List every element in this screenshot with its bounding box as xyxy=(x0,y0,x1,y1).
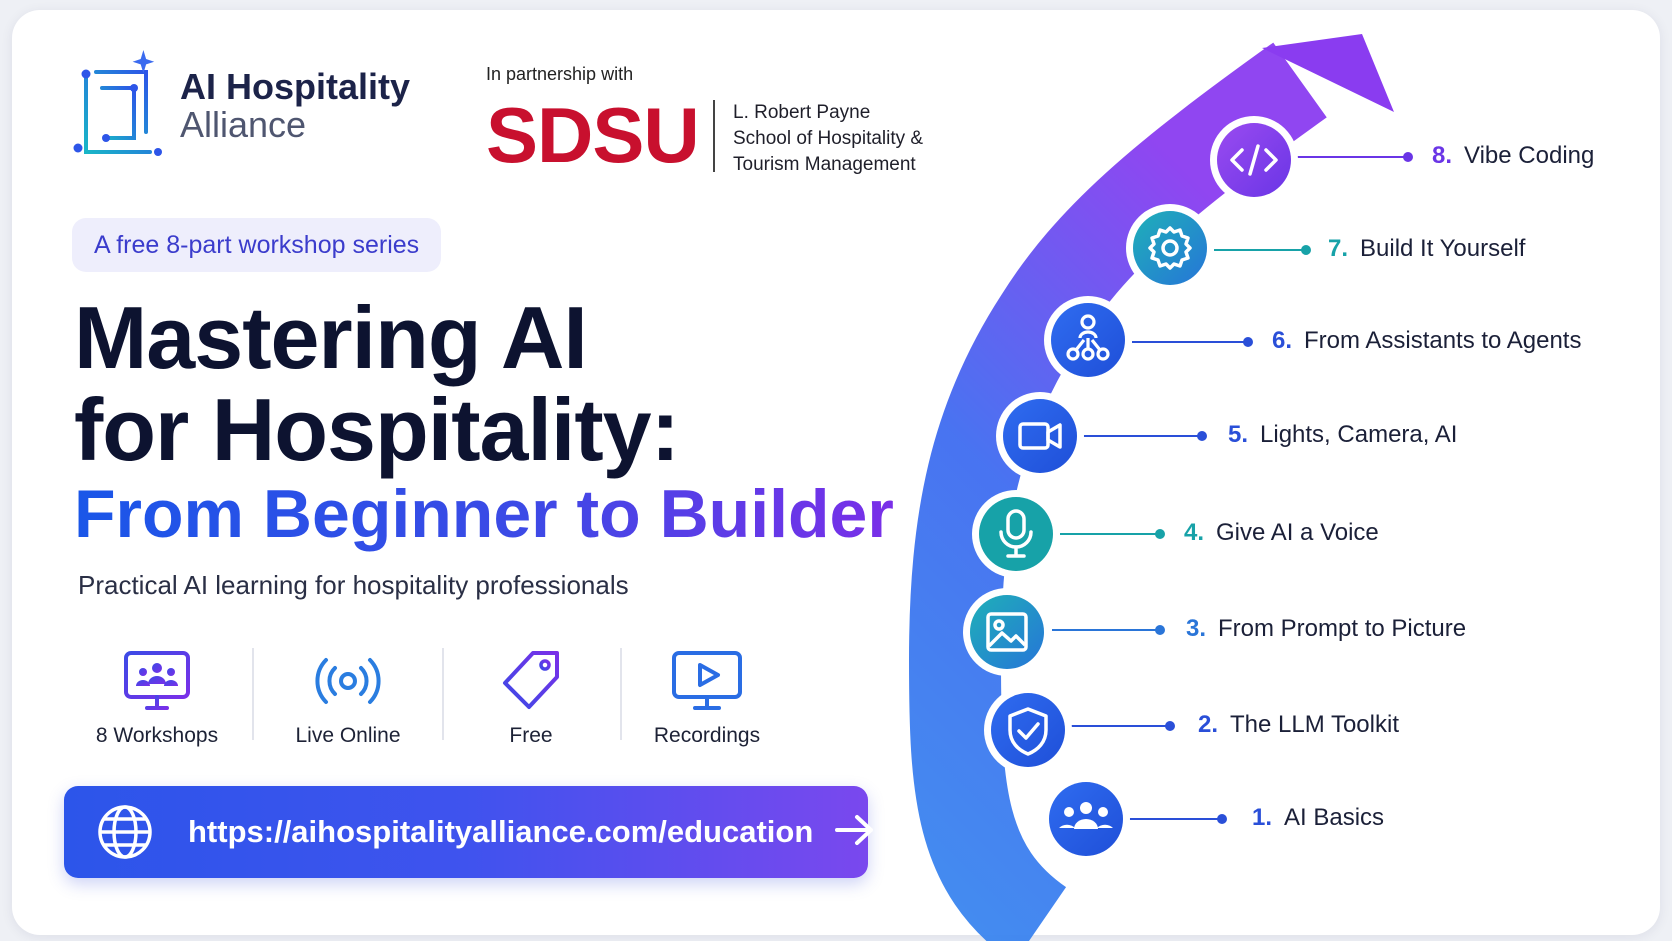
feature-divider xyxy=(252,648,254,740)
step-dot xyxy=(1403,152,1413,162)
feature-live-online: Live Online xyxy=(263,644,433,748)
step-number: 4. xyxy=(1184,519,1205,546)
step-2-node[interactable] xyxy=(984,686,1072,774)
people-group-icon xyxy=(1059,802,1113,829)
agent-network-icon xyxy=(1066,314,1110,361)
sdsu-logo: SDSU xyxy=(486,91,700,179)
path-arc xyxy=(908,42,1327,941)
code-brackets-icon xyxy=(1230,144,1278,176)
feature-label: 8 Workshops xyxy=(95,724,219,747)
step-number: 8. xyxy=(1432,142,1453,169)
broadcast-icon xyxy=(263,644,433,718)
step-8-label[interactable]: 8. Vibe Coding xyxy=(1432,142,1594,170)
step-dot xyxy=(1217,814,1227,824)
step-title: Build It Yourself xyxy=(1360,235,1526,262)
step-number: 3. xyxy=(1186,615,1207,642)
brand-name: AI Hospitality xyxy=(180,66,411,108)
title-line-2: for Hospitality: xyxy=(74,380,680,479)
step-7-node[interactable] xyxy=(1126,204,1214,292)
step-title: The LLM Toolkit xyxy=(1230,711,1399,738)
step-number: 7. xyxy=(1328,235,1349,262)
step-number: 1. xyxy=(1252,804,1273,831)
brand-name-sub: Alliance xyxy=(180,104,307,145)
step-4-node[interactable] xyxy=(972,490,1060,578)
arrow-right-icon xyxy=(833,813,877,852)
path-arrowhead xyxy=(1262,34,1394,112)
step-title: Lights, Camera, AI xyxy=(1260,421,1458,448)
image-icon xyxy=(986,612,1028,652)
step-dot xyxy=(1197,431,1207,441)
brand-logo: AI Hospitality Alliance xyxy=(72,48,410,164)
step-5-node[interactable] xyxy=(996,392,1084,480)
tagline: Practical AI learning for hospitality pr… xyxy=(78,570,629,600)
feature-free: Free xyxy=(446,644,616,748)
group-presentation-icon xyxy=(72,644,242,718)
step-dot xyxy=(1165,721,1175,731)
step-3-node[interactable] xyxy=(963,588,1051,676)
step-1-node[interactable] xyxy=(1042,775,1130,863)
step-number: 6. xyxy=(1272,327,1293,354)
feature-label: Live Online xyxy=(295,724,401,747)
step-title: AI Basics xyxy=(1284,804,1385,831)
title-line-1: Mastering AI xyxy=(74,288,588,387)
school-line-3: Tourism Management xyxy=(733,154,916,175)
video-camera-icon xyxy=(1018,422,1062,450)
step-2-label[interactable]: 2. The LLM Toolkit xyxy=(1198,711,1399,739)
step-dot xyxy=(1243,337,1253,347)
step-number: 5. xyxy=(1228,421,1249,448)
step-8-node[interactable] xyxy=(1210,116,1298,204)
step-dot xyxy=(1155,529,1165,539)
feature-label: Free xyxy=(509,724,553,747)
step-title: From Assistants to Agents xyxy=(1304,327,1582,354)
step-dot xyxy=(1301,245,1311,255)
school-line-1: L. Robert Payne xyxy=(733,102,871,123)
step-1-label[interactable]: 1. AI Basics xyxy=(1252,804,1384,832)
step-dot xyxy=(1155,625,1165,635)
step-title: Vibe Coding xyxy=(1464,142,1595,169)
education-link-button[interactable]: https://aihospitalityalliance.com/educat… xyxy=(64,786,874,878)
title-subtitle: From Beginner to Builder xyxy=(74,476,894,552)
poster-card xyxy=(12,10,1660,935)
microphone-icon xyxy=(999,509,1033,558)
series-badge: A free 8-part workshop series xyxy=(72,218,442,272)
step-6-label[interactable]: 6. From Assistants to Agents xyxy=(1272,327,1581,355)
step-title: From Prompt to Picture xyxy=(1218,615,1467,642)
step-6-node[interactable] xyxy=(1044,296,1132,384)
education-url[interactable]: https://aihospitalityalliance.com/educat… xyxy=(188,814,814,849)
feature-label: Recordings xyxy=(653,724,761,747)
feature-divider xyxy=(620,648,622,740)
step-number: 2. xyxy=(1198,711,1219,738)
partner-school: L. Robert Payne School of Hospitality & … xyxy=(733,100,923,178)
feature-recordings: Recordings xyxy=(622,644,792,748)
step-3-label[interactable]: 3. From Prompt to Picture xyxy=(1186,615,1466,643)
school-line-2: School of Hospitality & xyxy=(733,128,924,149)
step-title: Give AI a Voice xyxy=(1216,519,1379,546)
shield-check-icon xyxy=(1008,707,1048,756)
page-title: Mastering AI for Hospitality: xyxy=(74,288,680,479)
feature-divider xyxy=(442,648,444,740)
partner-divider xyxy=(713,100,715,172)
step-5-label[interactable]: 5. Lights, Camera, AI xyxy=(1228,421,1457,449)
feature-row: 8 Workshops Live Online Free xyxy=(72,644,832,747)
step-4-label[interactable]: 4. Give AI a Voice xyxy=(1184,519,1379,547)
price-tag-icon xyxy=(446,644,616,718)
circuit-frame-sparkle-icon xyxy=(72,48,168,164)
step-7-label[interactable]: 7. Build It Yourself xyxy=(1328,235,1525,263)
feature-workshops: 8 Workshops xyxy=(72,644,242,748)
globe-icon xyxy=(96,803,154,861)
video-play-icon xyxy=(622,644,792,718)
partner-intro: In partnership with xyxy=(486,64,634,84)
gear-icon xyxy=(1148,226,1192,270)
